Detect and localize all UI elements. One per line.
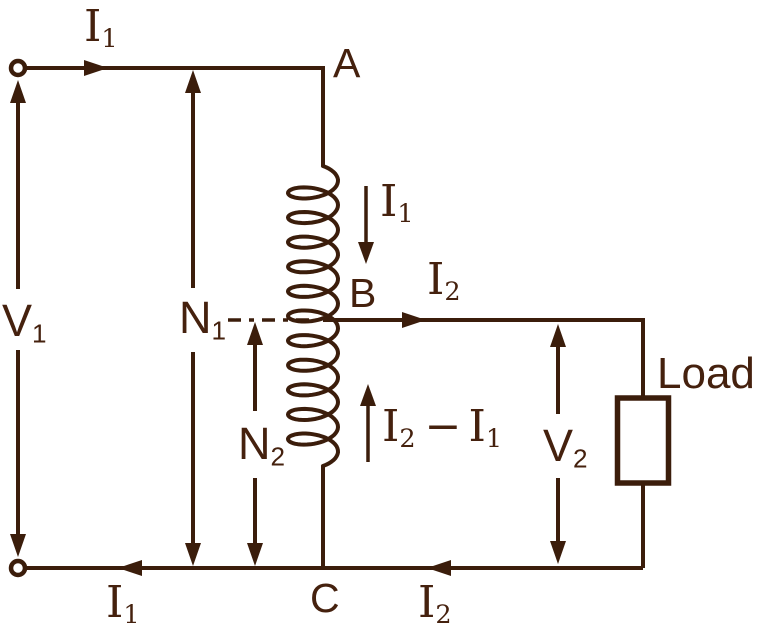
label-i1-winding: I1 (380, 176, 414, 230)
label-i2-out: I2 (427, 254, 461, 308)
i2-tap-flow-arrow-icon (402, 312, 426, 328)
label-v2: V2 (543, 420, 588, 474)
label-load: Load (657, 349, 755, 398)
label-n2: N2 (238, 418, 286, 472)
v1-arrowhead-up-icon (10, 80, 26, 103)
v2-arrowhead-up-icon (550, 324, 566, 347)
i1-top-flow-arrow-icon (84, 60, 108, 76)
label-i1-bottom: I1 (106, 577, 140, 631)
top-wire (25, 66, 325, 166)
i1-winding-arrow (358, 186, 374, 264)
v2-arrowhead-down-icon (550, 541, 566, 564)
label-node-b: B (349, 270, 377, 316)
diff-current-arrow (360, 384, 376, 462)
tap-b-wire (323, 318, 645, 398)
label-n1: N1 (179, 292, 227, 346)
v1-arrowhead-down-icon (10, 534, 26, 557)
winding-coil (286, 164, 340, 468)
v1-measure-arrow (10, 80, 26, 557)
label-node-a: A (333, 40, 361, 86)
n2-arrowhead-down-icon (247, 543, 263, 566)
n2-arrowhead-up-icon (247, 322, 263, 345)
i2-bottom-flow-arrow-icon (427, 560, 451, 576)
label-i2-bottom: I2 (418, 577, 452, 631)
label-diff-current: I2−I1 (382, 401, 503, 455)
terminal-top-icon (8, 58, 28, 78)
v2-measure-arrow (550, 324, 566, 564)
label-v1: V1 (2, 295, 47, 349)
label-i1-top: I1 (84, 1, 118, 55)
i1-winding-arrowhead-icon (358, 242, 374, 264)
n1-arrowhead-up-icon (185, 70, 201, 93)
label-node-c: C (310, 575, 340, 621)
n1-measure-arrow (185, 70, 201, 566)
n1-arrowhead-down-icon (185, 543, 201, 566)
diff-current-arrowhead-icon (360, 384, 376, 406)
load-box (614, 395, 672, 486)
n2-measure-arrow (247, 322, 263, 566)
terminal-bottom-icon (8, 558, 28, 578)
i1-bottom-flow-arrow-icon (118, 560, 142, 576)
